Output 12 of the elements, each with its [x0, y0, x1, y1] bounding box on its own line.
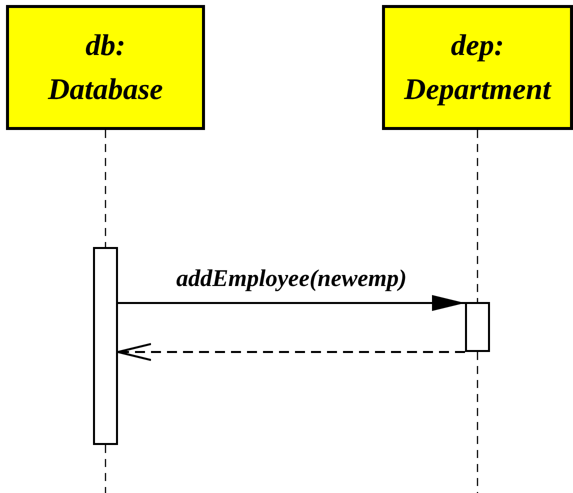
object-name: db: Database	[46, 28, 164, 108]
lifeline	[104, 445, 106, 493]
lifeline	[476, 130, 478, 302]
lifeline	[476, 352, 478, 493]
activation-bar	[465, 302, 490, 352]
object-box	[6, 5, 205, 130]
message-arrow	[118, 295, 465, 311]
object-name: dep: Department	[404, 28, 551, 108]
activation-bar	[93, 247, 118, 445]
object-box	[382, 5, 573, 130]
message-arrow	[117, 343, 465, 361]
lifeline	[104, 130, 106, 247]
